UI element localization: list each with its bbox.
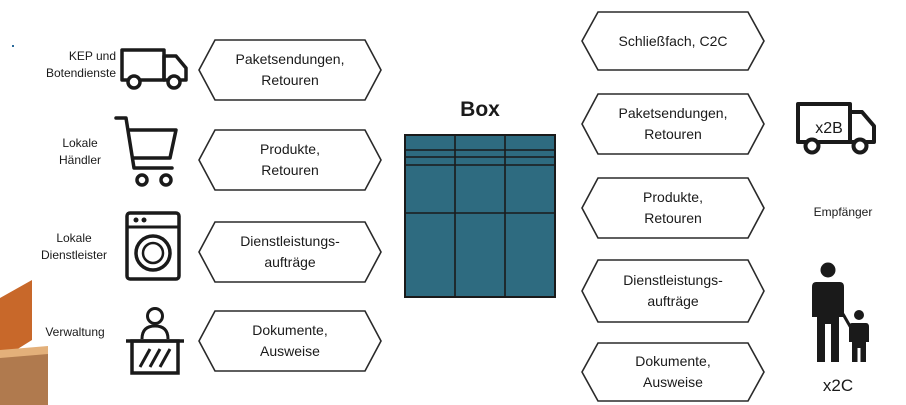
box-title: Box	[460, 98, 500, 121]
recipient-van-label: x2B	[815, 120, 843, 137]
sender-label-dienstleister: Lokale Dienstleister	[40, 231, 108, 262]
right-item-paketsendungen: Paketsendungen, Retouren	[580, 92, 766, 156]
left-item-line1: Dokumente,	[252, 322, 328, 338]
left-item-line1: Paketsendungen,	[235, 51, 345, 67]
left-item-dokumente: Dokumente, Ausweise	[197, 309, 383, 373]
right-item-line2: Ausweise	[643, 374, 703, 390]
right-item-produkte: Produkte, Retouren	[580, 176, 766, 240]
left-item-line2: Retouren	[261, 72, 319, 88]
washing-machine-icon	[125, 211, 181, 281]
left-item-line2: Retouren	[261, 162, 319, 178]
parcel-locker-box	[404, 134, 556, 298]
corner-decoration	[0, 280, 48, 405]
shopping-cart-icon	[114, 116, 178, 187]
parent-child-icon	[812, 262, 869, 362]
sender-label-haendler: Lokale Händler	[58, 136, 102, 167]
right-item-dienstleistungsauftraege: Dienstleistungs-aufträge	[580, 258, 766, 324]
right-item-line1: Dienstleistungs-	[623, 272, 723, 288]
recipients-heading: Empfänger	[813, 205, 873, 219]
left-item-dienstleistungsauftraege: Dienstleistungs-aufträge	[197, 220, 383, 284]
right-item-line1: Paketsendungen,	[618, 105, 728, 121]
left-item-line2: aufträge	[264, 254, 316, 270]
recipient-van-icon	[796, 102, 876, 155]
van-icon	[120, 48, 188, 90]
right-item-line1: Produkte,	[643, 189, 703, 205]
right-item-line1: Dokumente,	[635, 353, 711, 369]
right-item-line2: Retouren	[644, 210, 702, 226]
left-item-line2: Ausweise	[260, 343, 320, 359]
left-item-line1: Produkte,	[260, 141, 320, 157]
left-item-paketsendungen: Paketsendungen, Retouren	[197, 38, 383, 102]
clerk-counter-icon	[126, 307, 184, 375]
left-item-produkte: Produkte, Retouren	[197, 128, 383, 192]
recipient-person-label: x2C	[822, 376, 854, 395]
right-item-line2: aufträge	[647, 293, 699, 309]
right-item-line1: Schließfach, C2C	[618, 32, 728, 49]
right-item-dokumente: Dokumente, Ausweise	[580, 341, 766, 403]
sender-label-kep: KEP und Botendienste	[45, 49, 116, 80]
right-item-schliessfach: Schließfach, C2C	[580, 10, 766, 72]
right-item-line2: Retouren	[644, 126, 702, 142]
sender-label-verwaltung: Verwaltung	[45, 325, 105, 339]
left-item-line1: Dienstleistungs-	[240, 233, 340, 249]
corner-dot	[12, 45, 14, 47]
